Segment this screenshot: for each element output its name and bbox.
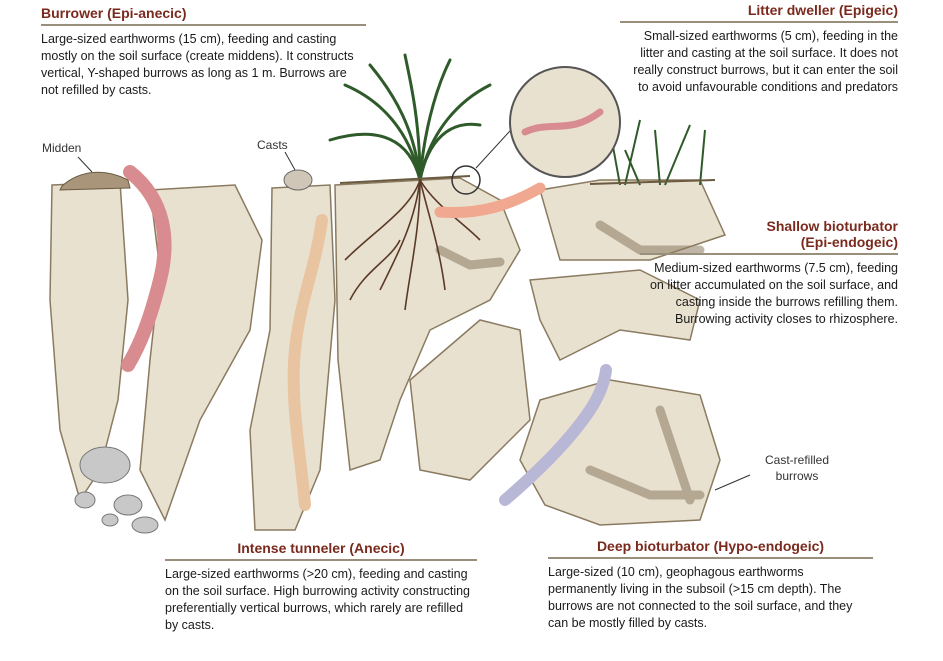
plant-roots (344, 179, 481, 311)
shallow-bioturbator-title-line2: (Epi-endogeic) (800, 234, 898, 250)
midden-label: Midden (42, 141, 82, 155)
burrower-description: Large-sized earthworms (15 cm), feeding … (41, 32, 354, 97)
plant-grass (328, 53, 492, 182)
worm-deep-bioturbator (499, 364, 612, 506)
cast-burrow-1 (585, 465, 705, 500)
worm-tunneler (287, 214, 328, 511)
shallow-bioturbator-description: Medium-sized earthworms (7.5 cm), feedin… (649, 261, 898, 326)
soil-block-lower-center (409, 319, 531, 481)
cast-refilled-burrows-label: Cast-refilled burrows (764, 453, 830, 483)
shallow-bioturbator-section: Shallow bioturbator (Epi-endogeic) Mediu… (640, 218, 898, 328)
shallow-bioturbator-title-line1: Shallow bioturbator (766, 218, 898, 234)
cast-refilled-burrows (435, 220, 705, 505)
intense-tunneler-description: Large-sized earthworms (>20 cm), feeding… (165, 567, 471, 632)
midden-pile (59, 171, 131, 191)
litter-dweller-section: Litter dweller (Epigeic) Small-sized ear… (620, 2, 898, 96)
worm-litter-dweller (434, 182, 546, 219)
soil-block-right-mid (529, 269, 701, 362)
litter-dweller-description: Small-sized earthworms (5 cm), feeding i… (633, 29, 898, 94)
casts-pile (283, 169, 313, 191)
shallow-bioturbator-title: Shallow bioturbator (Epi-endogeic) (640, 218, 898, 255)
burrower-section: Burrower (Epi-anecic) Large-sized earthw… (41, 5, 366, 99)
casts-label: Casts (257, 138, 288, 152)
cast-burrow-3 (595, 220, 705, 255)
cast-burrow-4 (435, 245, 505, 270)
magnifier-focus-circle (451, 165, 481, 195)
intense-tunneler-section: Intense tunneler (Anecic) Large-sized ea… (165, 540, 477, 634)
cast-burrow-2 (655, 405, 695, 505)
stones (74, 446, 159, 534)
surface-litter (339, 175, 716, 185)
magnified-worm (521, 108, 604, 136)
soil-block-root-zone (334, 177, 521, 472)
magnifier-lens (509, 66, 621, 178)
soil-blocks (49, 177, 727, 531)
cast-refilled-pointer-line (714, 474, 751, 491)
casts-pointer-line (284, 151, 296, 171)
intense-tunneler-title: Intense tunneler (Anecic) (165, 540, 477, 561)
deep-bioturbator-description: Large-sized (10 cm), geophagous earthwor… (548, 565, 853, 630)
litter-grass (609, 119, 706, 186)
deep-bioturbator-title: Deep bioturbator (Hypo-endogeic) (548, 538, 873, 559)
soil-block-right-upper (539, 179, 727, 261)
deep-bioturbator-section: Deep bioturbator (Hypo-endogeic) Large-s… (548, 538, 873, 632)
worm-burrower (121, 165, 172, 372)
litter-dweller-title: Litter dweller (Epigeic) (620, 2, 898, 23)
burrower-title: Burrower (Epi-anecic) (41, 5, 366, 26)
midden-pointer-line (77, 156, 93, 173)
